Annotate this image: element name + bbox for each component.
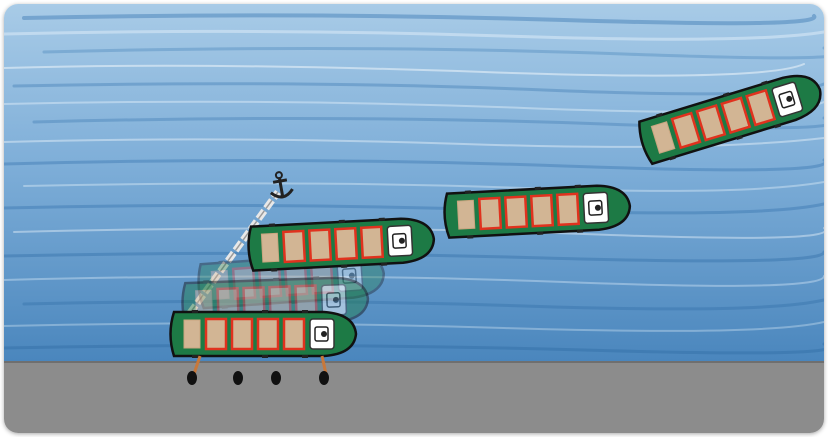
- quay: [4, 362, 824, 433]
- ship-moored: [171, 310, 357, 358]
- illustration-frame: [4, 4, 824, 433]
- ship-unmooring-diagram: [4, 4, 824, 433]
